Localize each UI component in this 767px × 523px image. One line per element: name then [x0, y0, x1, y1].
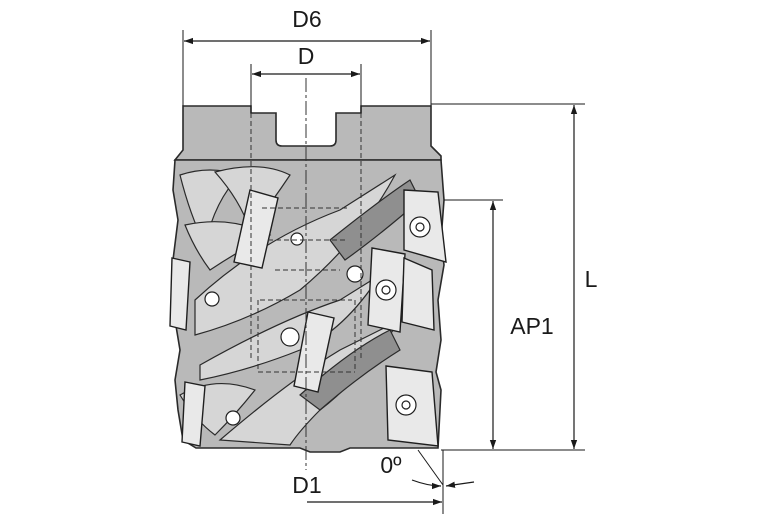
inserts	[169, 189, 447, 447]
insert-center	[293, 311, 335, 393]
body-hole-5	[225, 410, 241, 426]
body-hole-1	[290, 232, 304, 246]
torx-socket-mid-icon	[381, 285, 391, 295]
insert-right-low	[401, 256, 435, 331]
d-label: D	[298, 43, 315, 69]
angle-arc-left	[411, 479, 442, 490]
d1-label: D1	[292, 472, 321, 498]
torx-socket-bottom-icon	[401, 400, 411, 410]
flute-1	[179, 169, 242, 247]
body-hole-4	[280, 327, 300, 347]
insert-bottom-left	[181, 381, 206, 447]
hidden-lines	[250, 113, 362, 373]
insert-top-left	[233, 189, 279, 269]
insert-left-mid	[169, 257, 191, 331]
torx-socket-top-icon	[415, 222, 425, 232]
body-hole-2	[204, 291, 220, 307]
angle-label: 0º	[380, 452, 402, 478]
l-label: L	[585, 266, 598, 292]
shank-collar	[173, 105, 442, 161]
flute-shadow-2	[299, 329, 401, 411]
angle-leader	[417, 449, 444, 486]
dimensions: D6 D L AP1 D1 0º	[182, 6, 598, 514]
d6-label: D6	[292, 6, 321, 32]
angle-arc-right	[445, 481, 475, 488]
ap1-label: AP1	[510, 313, 553, 339]
body-hole-3	[346, 265, 364, 283]
